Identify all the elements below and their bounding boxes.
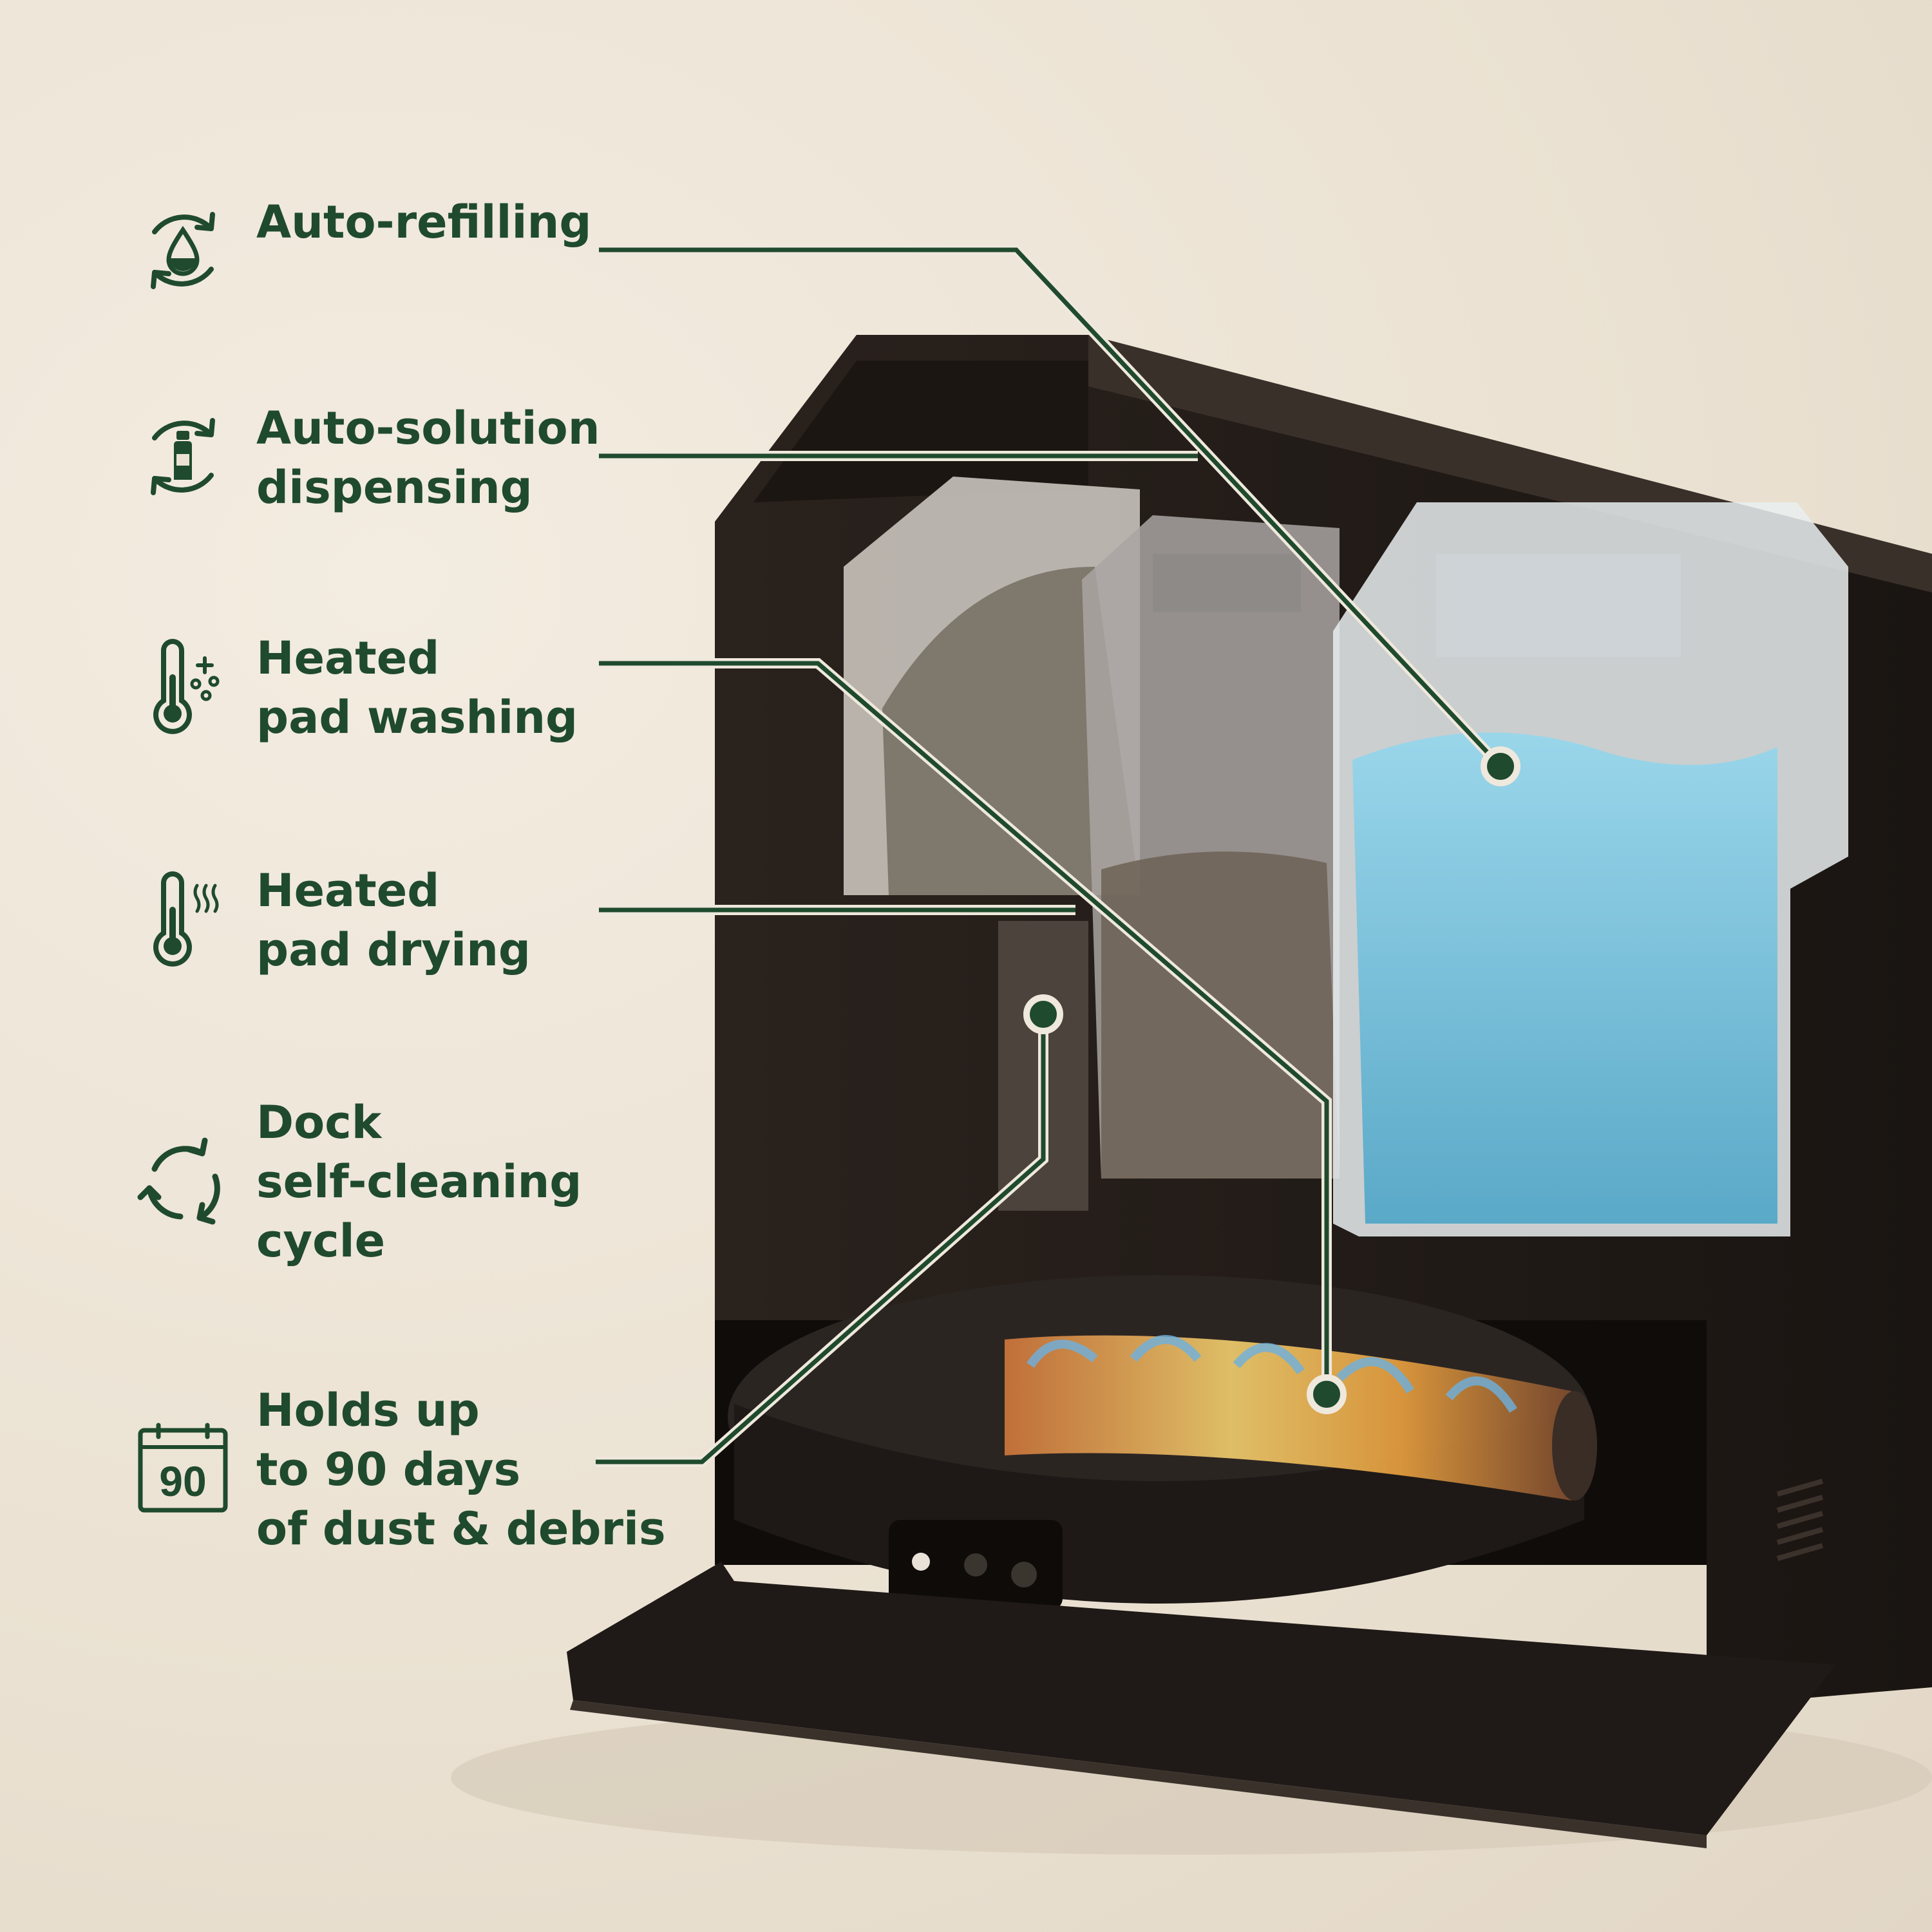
thermometer-sparkle-icon	[135, 639, 231, 734]
water-drop-refill-icon	[135, 203, 231, 298]
feature-dock-self-cleaning: Dock self-cleaning cycle	[135, 1096, 582, 1271]
recycle-arrows-icon	[135, 1135, 231, 1231]
dock-ramp	[567, 1562, 1835, 1848]
dirty-water-tank	[1082, 515, 1340, 1179]
calendar-badge-text: 90	[159, 1457, 206, 1505]
callout-dot-clean-tank	[1481, 746, 1520, 786]
bottle-refill-icon	[135, 409, 231, 504]
callout-dot-roller	[1307, 1374, 1347, 1414]
feature-label: Dock self-cleaning cycle	[256, 1096, 582, 1267]
feature-holds-90-days: 90 Holds up to 90 days of dust & debris	[135, 1384, 666, 1558]
mop-roller	[1005, 1335, 1597, 1501]
feature-auto-solution: Auto-solution dispensing	[135, 402, 600, 517]
clean-water-tank	[1333, 502, 1848, 1236]
callout-lines	[596, 245, 1520, 1467]
feature-label: Heated pad washing	[256, 632, 578, 744]
feature-label: Heated pad drying	[256, 864, 531, 976]
feature-label: Auto-refilling	[256, 196, 592, 249]
feature-heated-pad-drying: Heated pad drying	[135, 864, 531, 980]
feature-auto-refilling: Auto-refilling	[135, 196, 591, 298]
debris-bag	[844, 477, 1140, 1211]
feature-heated-pad-washing: Heated pad washing	[135, 632, 578, 747]
thermometer-heat-icon	[135, 871, 231, 967]
feature-label: Holds up to 90 days of dust & debris	[256, 1384, 666, 1555]
feature-label: Auto-solution dispensing	[256, 402, 600, 514]
callout-dot-debris	[1023, 994, 1063, 1034]
calendar-icon: 90	[135, 1420, 231, 1515]
